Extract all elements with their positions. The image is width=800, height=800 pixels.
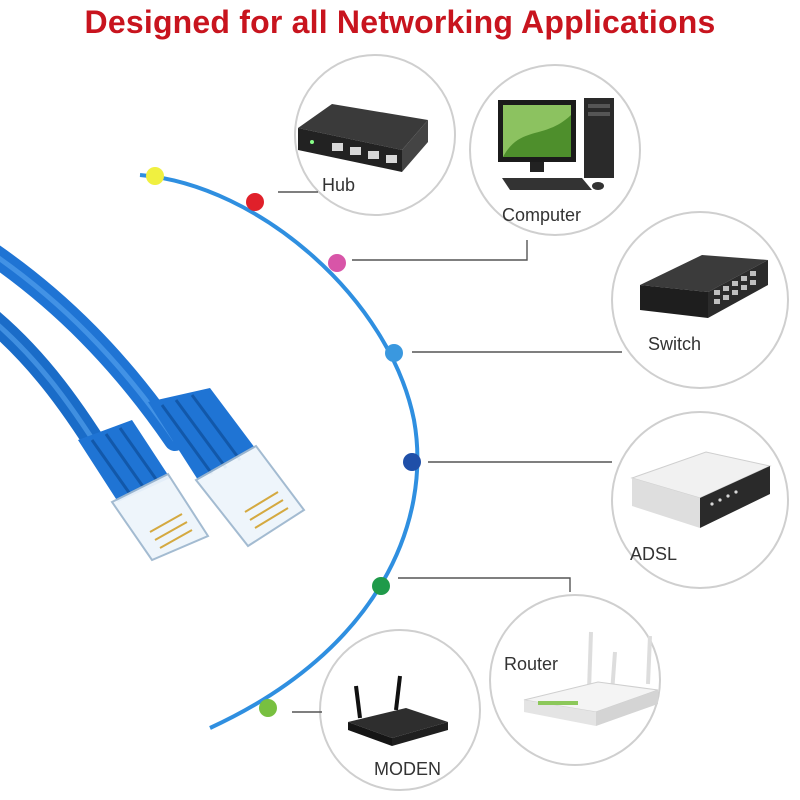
switch-label: Switch [648,334,701,354]
switch-dot [385,344,403,362]
arc-start-dot [146,167,164,185]
network-arc [139,173,420,730]
rj45-connector-left-boot [78,420,170,502]
switch-icon [640,255,768,318]
router-icon [523,631,659,726]
router-circle [489,594,661,766]
rj45-connector-right-boot [148,388,255,480]
modem-icon [348,675,448,746]
page-title: Designed for all Networking Applications [84,4,716,40]
hub-label: Hub [322,175,355,195]
hub-dot [246,193,264,211]
modem-label: MODEN [374,759,441,779]
modem-dot [259,699,277,717]
hub-icon [298,104,428,172]
computer-connector [352,240,528,261]
adsl-label: ADSL [630,544,677,564]
computer-icon [498,98,614,190]
computer-dot [328,254,346,272]
computer-label: Computer [502,205,581,225]
rj45-connector-left-plug [110,472,210,562]
router-label: Router [504,654,558,674]
router-connector [398,577,571,592]
adsl-dot [403,453,421,471]
rj45-connector-right-plug [194,444,306,548]
router-dot [372,577,390,595]
adsl-icon [630,451,772,528]
